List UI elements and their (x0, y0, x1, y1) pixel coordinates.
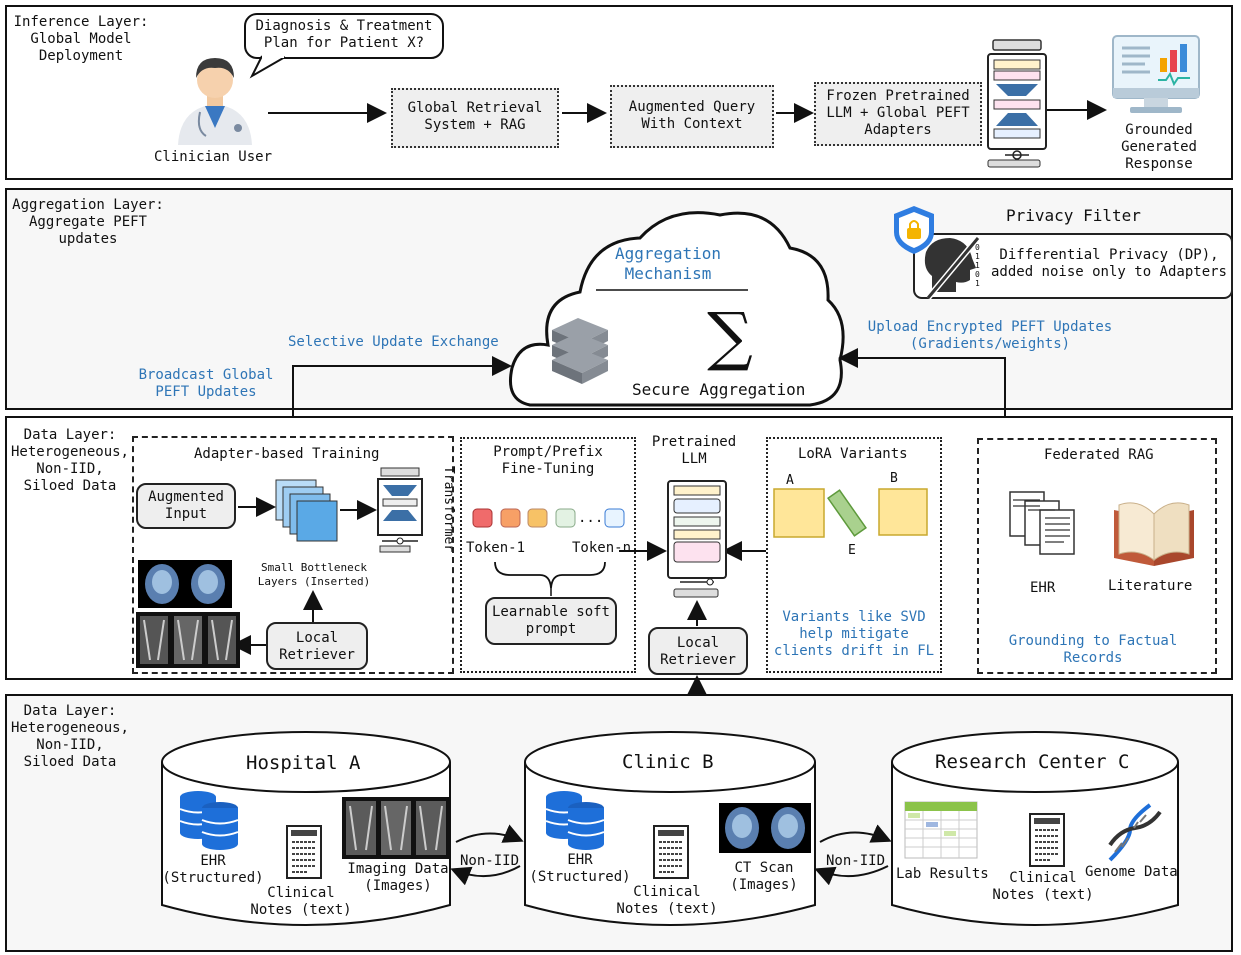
data-layer-label: Data Layer: Heterogeneous, Non-IID, Silo… (10, 703, 129, 770)
adapter-training-title: Adapter-based Training (194, 446, 380, 462)
sigma-symbol: ∑ (707, 300, 753, 374)
ehr-documents-icon (1009, 491, 1075, 555)
local-retriever-box-1 (266, 622, 368, 670)
lora-matrix-a (773, 488, 825, 538)
notes-icon-hospital (286, 825, 322, 879)
privacy-filter-title: Privacy Filter (1006, 206, 1141, 225)
adapter-layers-icon (275, 479, 338, 542)
database-icon-clinic (545, 791, 605, 850)
genome-data-label: Genome Data (1085, 864, 1178, 880)
binary-digits: 0 1 1 0 1 (975, 243, 980, 288)
frozen-llm-text: Frozen Pretrained LLM + Global PEFT Adap… (826, 88, 970, 138)
book-icon (1114, 502, 1194, 566)
lora-b-label: B (890, 471, 898, 486)
selective-update-label: Selective Update Exchange (288, 334, 499, 350)
federated-rag-title: Federated RAG (1044, 447, 1154, 463)
research-notes-label: Clinical Notes (text) (992, 870, 1094, 903)
literature-label: Literature (1108, 578, 1193, 594)
research-center-c-title: Research Center C (935, 751, 1130, 773)
bottleneck-label: Small Bottleneck Layers (Inserted) (257, 561, 371, 588)
aggregation-cloud (509, 211, 845, 407)
token-1-label: Token-1 (466, 540, 526, 556)
augmented-input-text: Augmented Input (148, 489, 224, 522)
clinic-ct-label: CT Scan (Images) (730, 860, 798, 893)
lab-results-label: Lab Results (896, 866, 989, 882)
training-layer (5, 416, 1233, 680)
notes-icon-clinic (653, 825, 689, 879)
secure-aggregation-label: Secure Aggregation (632, 380, 806, 399)
lora-a-label: A (786, 473, 794, 488)
hospital-a-title: Hospital A (246, 752, 361, 774)
clinic-ehr-label: EHR (Structured) (529, 852, 631, 885)
privacy-head-icon (924, 236, 981, 300)
xray-icon-hospital (342, 797, 450, 859)
augmented-query-text: Augmented Query With Context (628, 99, 756, 132)
inference-layer-label: Inference Layer: Global Model Deployment (13, 14, 149, 64)
response-text: Grounded Generated Response (1121, 122, 1197, 172)
shield-lock-icon (894, 206, 934, 254)
token-dots: ... (578, 510, 604, 526)
ct-scan-icon-clinic (719, 803, 811, 853)
brain-mri-images (138, 560, 232, 608)
server-stack-icon (552, 318, 608, 384)
token-n-label: Token-n (572, 540, 632, 556)
global-retrieval-text: Global Retrieval System + RAG (407, 100, 543, 133)
augmented-query-box (610, 85, 774, 148)
speech-text: Diagnosis & Treatment Plan for Patient X… (255, 18, 433, 51)
pretrained-llm-label: Pretrained LLM (651, 434, 737, 467)
transformer-icon (377, 467, 423, 553)
lora-matrix-b (878, 488, 928, 536)
clinic-notes-label: Clinical Notes (text) (616, 884, 718, 917)
augmented-input-box (136, 483, 236, 529)
clinician-icon (178, 58, 252, 145)
hospital-notes-label: Clinical Notes (text) (250, 885, 352, 918)
pretrained-llm-icon (667, 480, 727, 598)
lora-variants-box (766, 437, 942, 673)
frozen-llm-box (814, 82, 982, 146)
prompt-tuning-box (460, 437, 636, 673)
noniid-label-1: Non-IID (460, 853, 520, 869)
dna-icon (1108, 803, 1162, 862)
clinic-b-title: Clinic B (622, 751, 714, 773)
local-retriever-text-2: Local Retriever (660, 635, 736, 668)
prompt-tuning-title: Prompt/Prefix Fine-Tuning (493, 444, 603, 477)
lora-note: Variants like SVD help mitigate clients … (773, 609, 935, 659)
hospital-ehr-label: EHR (Structured) (162, 853, 264, 886)
lab-results-icon (904, 801, 978, 859)
federated-rag-box (977, 438, 1217, 674)
lora-e-label: E (848, 543, 856, 558)
inference-layer (5, 5, 1233, 180)
lora-variants-title: LoRA Variants (798, 446, 908, 462)
privacy-filter-text: Differential Privacy (DP), added noise o… (990, 247, 1227, 280)
broadcast-label: Broadcast Global PEFT Updates (138, 367, 274, 400)
clinician-label: Clinician User (154, 149, 273, 165)
lora-matrix-e (827, 489, 867, 537)
frozen-llm-icon (987, 39, 1047, 168)
soft-prompt-text: Learnable soft prompt (491, 604, 610, 637)
notes-icon-research (1029, 813, 1065, 867)
monitor-chart-icon (1112, 35, 1200, 113)
privacy-filter-box (913, 233, 1233, 299)
training-layer-label: Data Layer: Heterogeneous, Non-IID, Silo… (10, 427, 129, 494)
token-boxes (472, 508, 625, 528)
local-retriever-box-2 (648, 627, 748, 675)
chest-xray-images (136, 612, 240, 668)
aggregation-mechanism-title: Aggregation Mechanism (615, 244, 721, 283)
noniid-label-2: Non-IID (826, 853, 886, 869)
local-retriever-text-1: Local Retriever (279, 630, 355, 663)
hospital-imaging-label: Imaging Data (Images) (347, 861, 449, 894)
soft-prompt-box (485, 597, 617, 645)
grounding-label: Grounding to Factual Records (1008, 633, 1178, 666)
ehr-label: EHR (1030, 580, 1056, 596)
aggregation-layer-label: Aggregation Layer: Aggregate PEFT update… (12, 197, 164, 247)
global-retrieval-box (391, 88, 559, 148)
speech-bubble (244, 13, 444, 79)
database-icon-hospital (179, 791, 239, 850)
adapter-training-box (132, 436, 454, 674)
transformer-label: Transformer (441, 466, 456, 553)
upload-label: Upload Encrypted PEFT Updates (Gradients… (867, 319, 1113, 352)
